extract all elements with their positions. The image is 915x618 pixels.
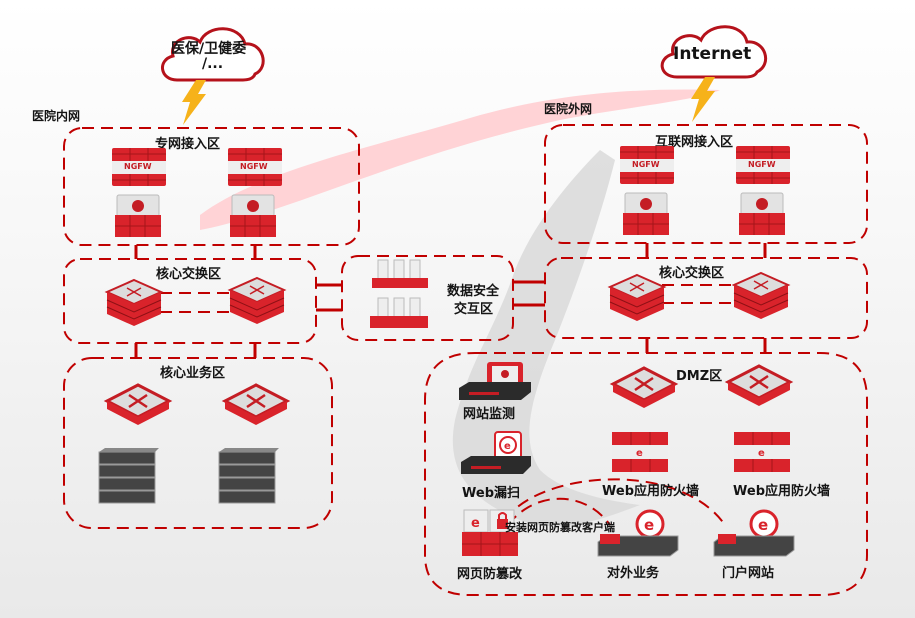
label-tamper-protect: 网页防篡改	[457, 567, 523, 582]
label-web-monitor: 网站监测	[463, 407, 516, 422]
zone-border-core-business	[63, 357, 333, 529]
ngfw-badge: NGFW	[240, 162, 268, 171]
svg-text:e: e	[758, 448, 765, 459]
zone-border-dedicated-access	[63, 127, 360, 246]
dmz-switch-icon	[609, 366, 679, 408]
ngfw-firewall: NGFW	[228, 148, 284, 192]
tamper-arc-inner	[507, 497, 611, 526]
label-external-business: 对外业务	[607, 566, 660, 581]
core-switch-icon	[104, 278, 164, 326]
web-monitor-icon	[459, 362, 531, 400]
ngfw-firewall: NGFW	[736, 146, 792, 190]
tamper-arc-outer	[504, 478, 726, 526]
gateway-appliance-icon	[623, 192, 669, 235]
zone-border-internet-access	[544, 124, 868, 244]
region-label-outer: 医院外网	[544, 102, 593, 116]
cloud-icon	[660, 25, 768, 79]
cloud-internet: Internet	[655, 22, 773, 80]
waf-icon: e	[734, 432, 790, 472]
zone-label-dmz: DMZ区	[676, 369, 723, 384]
zone-label-core-switch-left: 核心交换区	[156, 267, 222, 282]
core-switch-icon	[731, 271, 791, 319]
server-rack-icon	[218, 448, 279, 504]
data-exchange-gateway-icon	[370, 259, 428, 328]
web-scan-icon: e	[461, 431, 531, 474]
svg-text:e: e	[644, 516, 654, 534]
label-web-scan: Web漏扫	[462, 486, 520, 501]
label-waf-2: Web应用防火墙	[733, 484, 830, 499]
ngfw-badge: NGFW	[632, 160, 660, 169]
dmz-switch-icon	[724, 364, 794, 406]
zone-label-data-security-1: 数据安全	[447, 284, 500, 299]
ngfw-firewall: NGFW	[620, 146, 676, 190]
tamper-client-note: 安装网页防篡改客户端	[505, 521, 615, 534]
zone-border-dmz	[424, 352, 868, 596]
cloud-icon	[161, 27, 265, 82]
cloud-label: Internet	[673, 44, 752, 64]
cloud-health-insurance: 医保/卫健委 /...	[155, 22, 270, 84]
gateway-appliance-icon	[739, 192, 785, 235]
gateway-appliance-icon	[115, 194, 161, 237]
tamper-protection-icon: e	[462, 509, 518, 556]
gateway-appliance-icon	[230, 194, 276, 237]
zone-label-dedicated-access: 专网接入区	[155, 137, 221, 152]
lightning-bolt-icon	[182, 80, 206, 125]
cloud-label-line2: /...	[202, 56, 224, 72]
zone-label-core-business: 核心业务区	[160, 366, 226, 381]
svg-text:e: e	[636, 448, 643, 459]
ngfw-badge: NGFW	[748, 160, 776, 169]
label-portal-site: 门户网站	[722, 566, 775, 581]
portal-server-icon: e	[713, 509, 795, 557]
zone-border-core-switch-right	[544, 257, 868, 339]
zone-border-data-security	[341, 255, 514, 341]
zone-border-core-switch-left	[63, 258, 317, 344]
server-rack-icon	[98, 448, 159, 504]
region-label-inner: 医院内网	[32, 109, 81, 123]
business-switch-icon	[103, 383, 173, 425]
svg-text:e: e	[758, 516, 768, 534]
svg-text:e: e	[504, 441, 511, 452]
core-switch-icon	[607, 273, 667, 321]
ngfw-badge: NGFW	[124, 162, 152, 171]
business-switch-icon	[221, 383, 291, 425]
zone-label-core-switch-right: 核心交换区	[659, 266, 725, 281]
svg-text:e: e	[471, 516, 480, 531]
zone-label-data-security-2: 交互区	[454, 302, 494, 317]
label-waf-1: Web应用防火墙	[602, 484, 699, 499]
core-switch-icon	[227, 276, 287, 324]
waf-icon: e	[612, 432, 668, 472]
ngfw-firewall: NGFW	[112, 148, 168, 192]
external-business-server-icon: e	[597, 509, 679, 557]
cloud-label-line1: 医保/卫健委	[171, 41, 247, 57]
zone-label-internet-access: 互联网接入区	[655, 135, 734, 150]
lightning-bolt-icon	[691, 77, 715, 122]
